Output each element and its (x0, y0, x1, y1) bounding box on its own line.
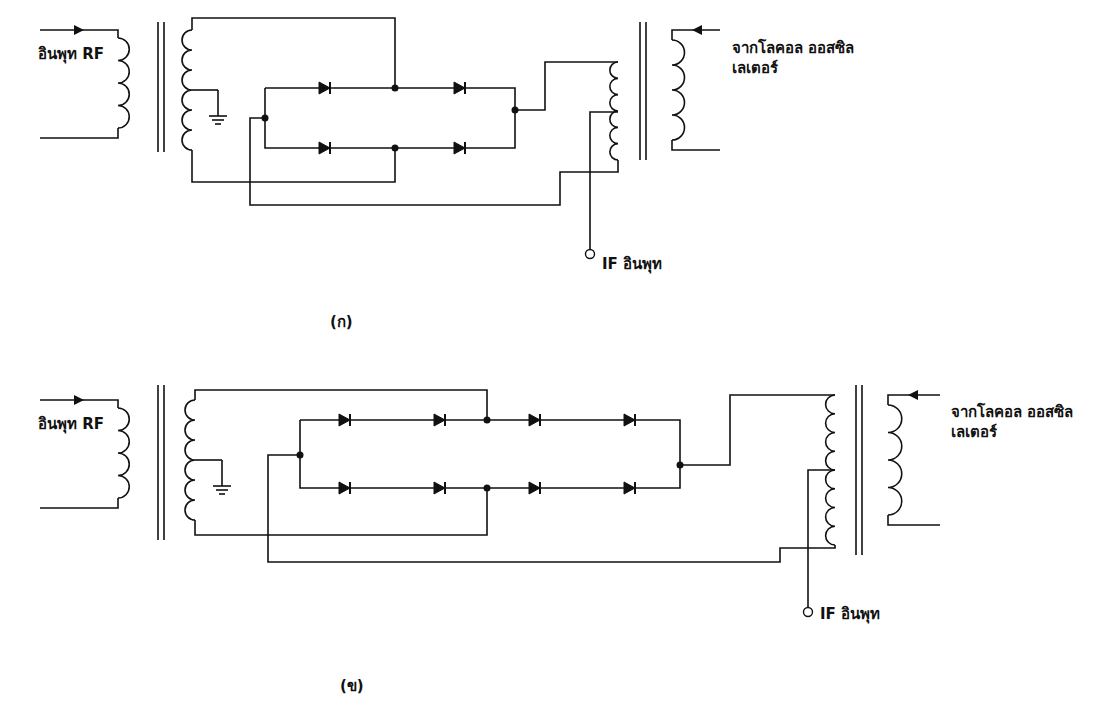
ground-symbol (216, 489, 228, 491)
wire (221, 460, 223, 486)
transformer-coil (672, 40, 685, 140)
figure-label: (ข) (340, 676, 364, 696)
diode-symbol (339, 414, 350, 426)
diode-symbol (539, 482, 541, 494)
diode-symbol (349, 414, 351, 426)
diode-symbol (624, 414, 635, 426)
ground-symbol (213, 485, 231, 487)
diode-symbol (444, 414, 446, 426)
signal-arrow (692, 25, 702, 35)
wire (192, 18, 395, 88)
transformer-coil (118, 408, 129, 498)
diode-symbol (319, 142, 330, 154)
transformer-coil (185, 400, 195, 520)
ground-symbol (219, 493, 225, 495)
diode-symbol (464, 82, 466, 94)
signal-label: จากโลคอล ออสซิลเลเตอร์ (951, 402, 1091, 443)
diode-symbol (434, 414, 445, 426)
diode-symbol (634, 414, 636, 426)
wire (192, 148, 395, 182)
transformer-core (855, 385, 857, 555)
transformer-coil (610, 62, 618, 160)
transformer-core (639, 22, 641, 160)
signal-label: อินพุท RF (38, 414, 104, 434)
wire (888, 515, 940, 525)
wire (590, 112, 618, 250)
wire (40, 498, 118, 508)
diode-symbol (464, 142, 466, 154)
diode-symbol (529, 482, 540, 494)
diode-symbol (624, 482, 635, 494)
transformer-coil (118, 38, 129, 128)
junction-dot (392, 145, 399, 152)
signal-arrow (908, 390, 918, 400)
signal-arrow (74, 25, 84, 35)
diode-symbol (319, 82, 330, 94)
diode-symbol (454, 142, 465, 154)
diode-symbol (539, 414, 541, 426)
wire (265, 88, 515, 148)
diode-symbol (529, 414, 540, 426)
terminal-label: IF อินพุท (602, 254, 662, 274)
wire (250, 118, 618, 205)
diode-symbol (454, 82, 465, 94)
transformer-core (157, 22, 159, 152)
transformer-core (861, 385, 863, 555)
transformer-core (157, 385, 159, 540)
ground-symbol (209, 115, 227, 117)
terminal (804, 608, 813, 617)
wire (515, 62, 618, 110)
wire (300, 420, 680, 488)
diode-symbol (329, 82, 331, 94)
diode-symbol (329, 142, 331, 154)
wire (808, 470, 835, 608)
transformer-coil (182, 30, 192, 150)
wire (680, 395, 835, 465)
figure-label: (ก) (330, 312, 353, 332)
junction-dot (484, 417, 491, 424)
signal-label: อินพุท RF (38, 44, 104, 64)
wire (217, 90, 219, 116)
ground-symbol (215, 123, 221, 125)
wire (40, 128, 118, 138)
diode-symbol (434, 482, 445, 494)
transformer-core (645, 22, 647, 160)
signal-arrow (74, 395, 84, 405)
wire (195, 459, 222, 461)
diode-symbol (634, 482, 636, 494)
terminal-label: IF อินพุท (820, 604, 880, 624)
wire (195, 488, 487, 535)
diode-symbol (349, 482, 351, 494)
wire (192, 89, 218, 91)
transformer-core (163, 385, 165, 540)
transformer-coil (888, 405, 902, 515)
signal-label: จากโลคอล ออสซิลเลเตอร์ (732, 38, 882, 79)
wire (672, 140, 720, 150)
transformer-core (163, 22, 165, 152)
diode-symbol (339, 482, 350, 494)
wire (268, 455, 835, 562)
ground-symbol (212, 119, 224, 121)
terminal (586, 250, 595, 259)
diode-symbol (444, 482, 446, 494)
junction-dot (484, 485, 491, 492)
junction-dot (392, 85, 399, 92)
